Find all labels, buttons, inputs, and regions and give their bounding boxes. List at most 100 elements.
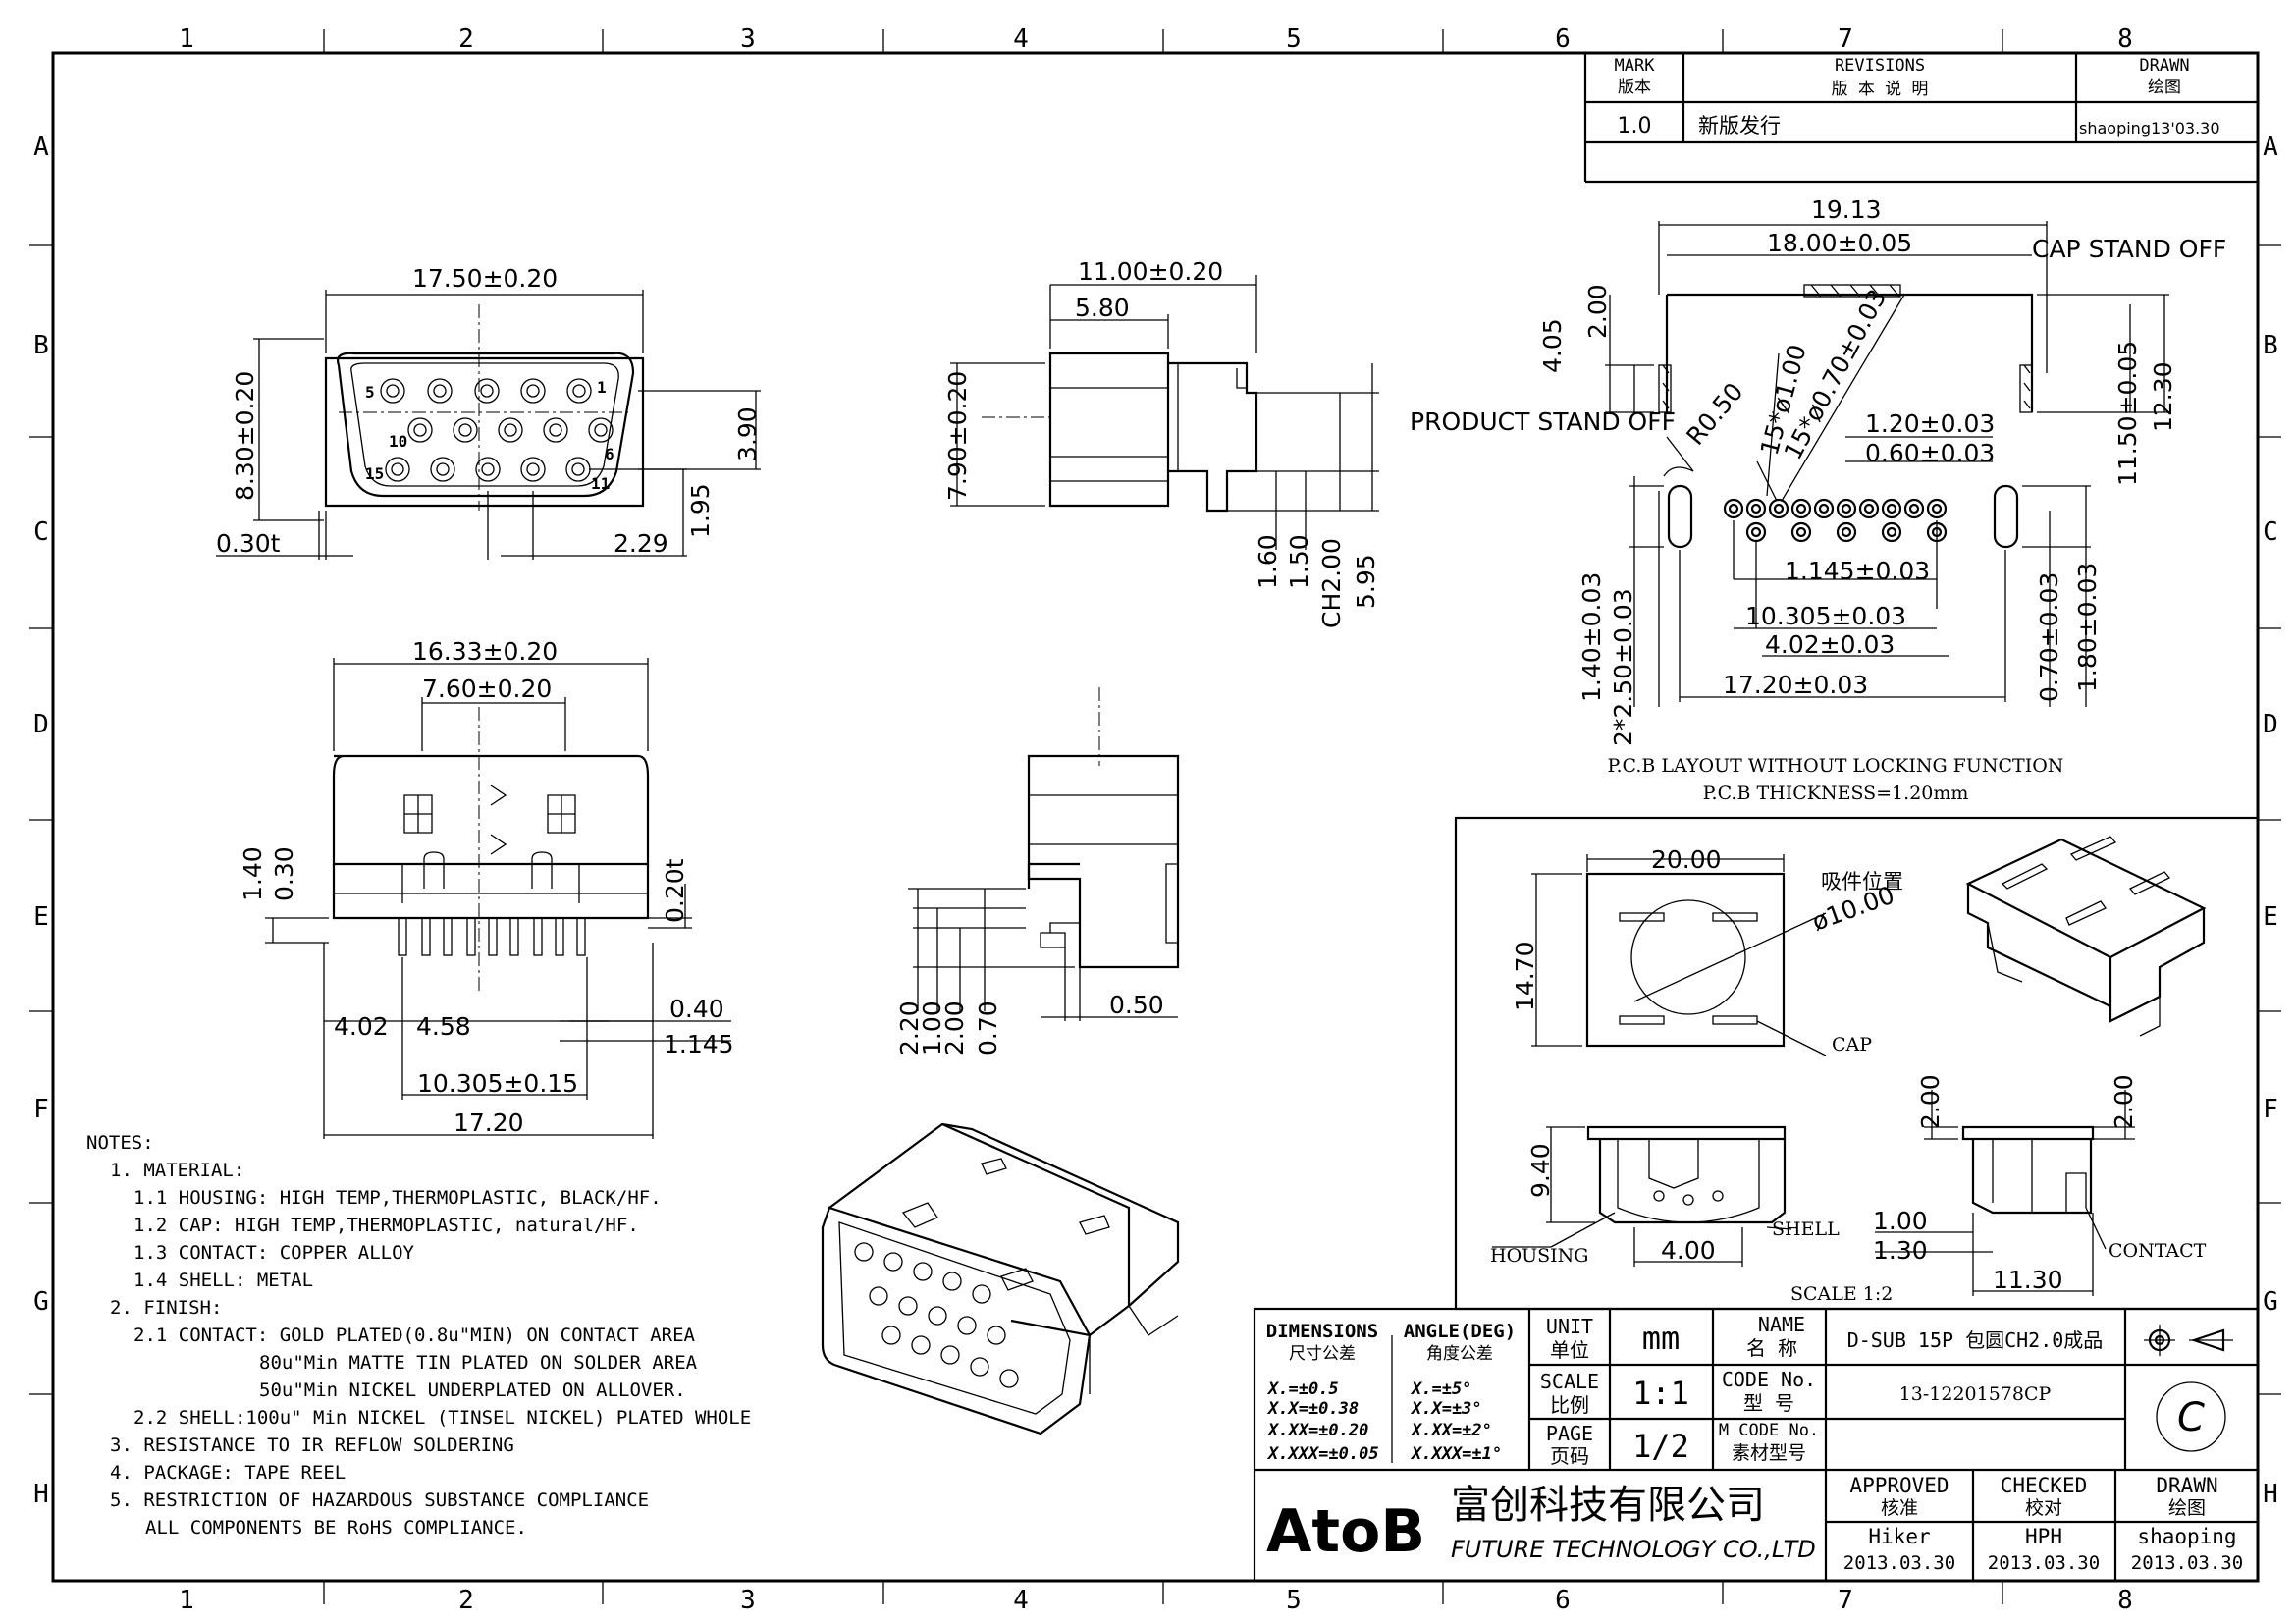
- small-side-view: 2.20 1.00 2.00 0.70 0.50: [895, 687, 1180, 1056]
- tb-unit-en: UNIT: [1546, 1315, 1593, 1338]
- pcb-label-cap-stand-off: CAP STAND OFF: [2032, 235, 2226, 263]
- tb-scale-value: 1:1: [1632, 1375, 1689, 1412]
- tb-mcode-en: M CODE No.: [1719, 1421, 1819, 1440]
- bottom-dim-4-02: 4.02: [334, 1012, 389, 1041]
- small-dim-1-00: 1.00: [918, 1001, 946, 1056]
- tb-drawn-by: shaoping: [2137, 1525, 2236, 1548]
- tb-approved-by: Hiker: [1868, 1525, 1930, 1548]
- small-dim-2-20: 2.20: [895, 1001, 924, 1056]
- pin-label-5: 5: [365, 383, 375, 402]
- note-1-3: 1.3 CONTACT: COPPER ALLOY: [133, 1242, 415, 1264]
- small-dim-0-50: 0.50: [1109, 991, 1164, 1019]
- side-dim-1-50: 1.50: [1285, 534, 1313, 589]
- tb-checked-date: 2013.03.30: [1988, 1552, 2100, 1574]
- grid-col-1-top: 1: [179, 25, 194, 54]
- pcb-dim-19-13: 19.13: [1811, 195, 1882, 224]
- grid-col-8-bottom: 8: [2117, 1586, 2133, 1615]
- pin-label-6: 6: [605, 445, 614, 463]
- cap-dim-1-00: 1.00: [1873, 1207, 1928, 1235]
- cap-label-cap: CAP: [1832, 1034, 1872, 1056]
- bottom-dim-7-60: 7.60±0.20: [422, 675, 552, 703]
- cap-dim-4-00: 4.00: [1661, 1236, 1716, 1265]
- tb-page-en: PAGE: [1546, 1422, 1593, 1445]
- pcb-dim-10-305: 10.305±0.03: [1745, 602, 1906, 630]
- small-dim-0-70: 0.70: [974, 1001, 1002, 1056]
- tb-drawn-cn: 绘图: [2168, 1497, 2206, 1519]
- note-1: 1. MATERIAL:: [110, 1160, 244, 1181]
- pcb-dim-1-40: 1.40±0.03: [1577, 572, 1606, 702]
- pcb-dim-2-00: 2.00: [1583, 284, 1612, 339]
- isometric-pins: [854, 1242, 1019, 1388]
- grid-row-a-right: A: [2263, 133, 2278, 162]
- bottom-dim-4-58: 4.58: [416, 1012, 471, 1041]
- note-3: 3. RESISTANCE TO IR REFLOW SOLDERING: [110, 1435, 514, 1456]
- pin-label-10: 10: [389, 432, 407, 451]
- note-1-1: 1.1 HOUSING: HIGH TEMP,THERMOPLASTIC, BL…: [133, 1187, 662, 1209]
- cap-label-pick-position: 吸件位置: [1821, 870, 1903, 893]
- cap-dim-14-70: 14.70: [1511, 941, 1539, 1011]
- bottom-dim-17-20: 17.20: [454, 1109, 524, 1137]
- rev-revisions-header-cn: 版 本 说 明: [1832, 80, 1929, 99]
- tb-page-value: 1/2: [1632, 1428, 1689, 1465]
- rev-mark-header-cn: 版本: [1618, 78, 1651, 97]
- tb-name-value: D-SUB 15P 包圆CH2.0成品: [1847, 1328, 2104, 1352]
- grid-col-2-top: 2: [458, 25, 474, 54]
- note-4: 4. PACKAGE: TAPE REEL: [110, 1462, 346, 1484]
- tb-name-cn: 名 称: [1746, 1336, 1797, 1360]
- pcb-slot-right: [1993, 484, 2019, 549]
- tb-tol-ang-2: X.XX=±2°: [1410, 1421, 1492, 1440]
- tb-tol-ang-1: X.X=±3°: [1410, 1399, 1482, 1419]
- side-dim-5-80: 5.80: [1075, 294, 1130, 322]
- note-2-2: 2.2 SHELL:100u" Min NICKEL (TINSEL NICKE…: [133, 1407, 751, 1429]
- notes-heading: NOTES:: [86, 1132, 154, 1154]
- pin-label-11: 11: [591, 474, 610, 493]
- isometric-connector: [821, 1122, 1180, 1435]
- grid-row-g-left: G: [33, 1287, 49, 1317]
- front-dim-height: 8.30±0.20: [231, 371, 259, 501]
- note-2-1-b: 80u"Min MATTE TIN PLATED ON SOLDER AREA: [259, 1352, 698, 1374]
- bottom-dim-width: 16.33±0.20: [412, 637, 558, 666]
- grid-row-h-left: H: [33, 1480, 49, 1509]
- tb-code-en: CODE No.: [1722, 1368, 1816, 1391]
- cap-dim-2-00-right: 2.00: [2109, 1074, 2138, 1129]
- front-view-pins: [380, 378, 614, 482]
- cap-dim-1-30: 1.30: [1873, 1236, 1928, 1265]
- cap-side-section: [1961, 1125, 2095, 1141]
- bottom-dim-0-30: 0.30: [270, 846, 298, 901]
- bottom-dim-1-40: 1.40: [239, 846, 267, 901]
- grid-row-a-left: A: [33, 133, 49, 162]
- pcb-dim-0-70: 0.70±0.03: [2035, 572, 2063, 702]
- grid-row-b-left: B: [33, 331, 49, 360]
- grid-col-6-top: 6: [1555, 25, 1571, 54]
- cap-label-housing: HOUSING: [1490, 1245, 1588, 1267]
- grid-col-1-bottom: 1: [179, 1586, 194, 1615]
- note-2-1-c: 50u"Min NICKEL UNDERPLATED ON ALLOVER.: [259, 1380, 686, 1401]
- tb-scale-en: SCALE: [1540, 1370, 1599, 1393]
- tb-tol-ang-0: X.=±5°: [1410, 1380, 1471, 1399]
- rev-row-drawn: shaoping13'03.30: [2079, 119, 2220, 137]
- grid-col-3-top: 3: [740, 25, 756, 54]
- revision-mark-icon: [2156, 1381, 2226, 1452]
- grid-row-e-left: E: [33, 902, 49, 932]
- grid-col-3-bottom: 3: [740, 1586, 756, 1615]
- note-5: 5. RESTRICTION OF HAZARDOUS SUBSTANCE CO…: [110, 1489, 649, 1511]
- rev-row-mark: 1.0: [1618, 114, 1652, 138]
- tb-tol-dim-3: X.XXX=±0.05: [1266, 1444, 1379, 1464]
- pcb-dim-1-145: 1.145±0.03: [1785, 557, 1930, 585]
- grid-labels: 1 2 3 4 5 6 7 8 1 2 3 4 5 6 7 8 A B C D …: [33, 25, 2278, 1615]
- grid-row-d-left: D: [33, 710, 49, 739]
- tb-approved-en: APPROVED: [1849, 1474, 1949, 1497]
- grid-col-2-bottom: 2: [458, 1586, 474, 1615]
- pcb-dim-4-02: 4.02±0.03: [1765, 630, 1895, 659]
- projection-symbol-icon: [2144, 1325, 2233, 1356]
- grid-row-g-right: G: [2263, 1287, 2278, 1317]
- cap-dim-20-00: 20.00: [1651, 845, 1722, 874]
- grid-row-c-left: C: [33, 517, 49, 547]
- pcb-dim-1-80: 1.80±0.03: [2073, 563, 2102, 692]
- pcb-holes: [1723, 498, 1948, 543]
- tb-dimensions-cn: 尺寸公差: [1289, 1344, 1356, 1364]
- pcb-dim-17-20: 17.20±0.03: [1723, 671, 1868, 699]
- cap-top-view: [1585, 872, 1786, 1048]
- front-view: 5 1 10 6 15 11 17.50±0.20 8.30±0.20 3.90…: [216, 264, 762, 560]
